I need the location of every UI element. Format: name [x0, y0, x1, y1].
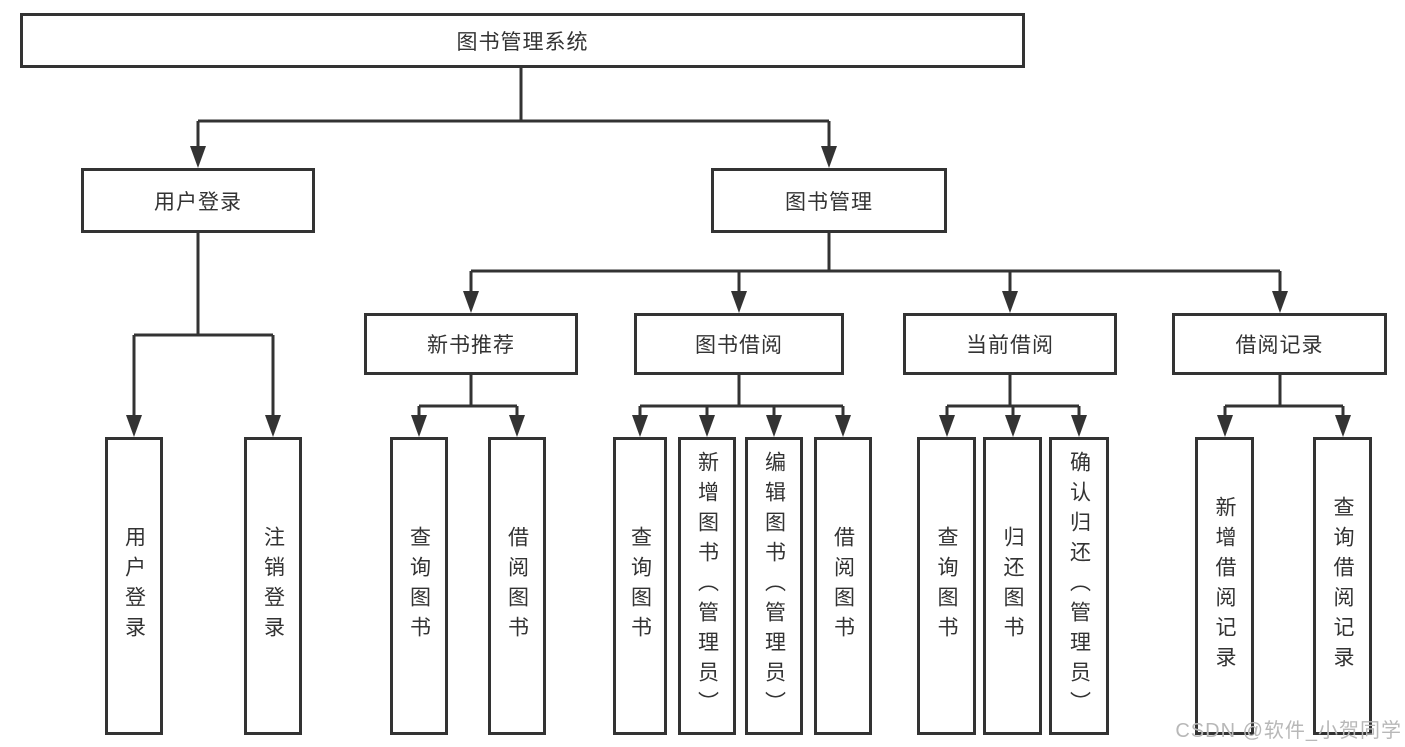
edges-borrow-to-leaves: [632, 375, 851, 437]
leaf-query-borrow-record: 查询借阅记录: [1313, 437, 1372, 735]
node-new-book-recommend-label: 新书推荐: [427, 334, 515, 357]
leaf-logout: 注销登录: [244, 437, 302, 735]
node-borrow-records: 借阅记录: [1172, 313, 1387, 375]
leaf-edit-books-admin-label: 编辑图书（管理员）: [762, 451, 786, 721]
edges-root-to-level2: [190, 68, 837, 168]
csdn-watermark: CSDN @软件_小贺同学: [1175, 720, 1402, 742]
node-book-management: 图书管理: [711, 168, 947, 233]
leaf-add-books-admin: 新增图书（管理员）: [678, 437, 736, 735]
node-book-borrow: 图书借阅: [634, 313, 844, 375]
node-book-borrow-label: 图书借阅: [695, 334, 783, 357]
edges-user-login-to-leaves: [126, 233, 281, 437]
leaf-user-login: 用户登录: [105, 437, 163, 735]
leaf-query-books-current: 查询图书: [917, 437, 976, 735]
leaf-return-books-label: 归还图书: [1001, 526, 1024, 646]
leaf-add-books-admin-label: 新增图书（管理员）: [695, 451, 719, 721]
edges-records-to-leaves: [1217, 375, 1351, 437]
node-user-login-label: 用户登录: [154, 190, 242, 214]
leaf-query-books-recommend: 查询图书: [390, 437, 448, 735]
node-current-borrow: 当前借阅: [903, 313, 1117, 375]
node-new-book-recommend: 新书推荐: [364, 313, 578, 375]
leaf-user-login-label: 用户登录: [122, 526, 146, 646]
node-current-borrow-label: 当前借阅: [966, 334, 1054, 357]
leaf-query-books-borrow-label: 查询图书: [628, 526, 652, 646]
leaf-add-borrow-record-label: 新增借阅记录: [1213, 496, 1236, 676]
leaf-confirm-return-admin-label: 确认归还（管理员）: [1067, 451, 1091, 721]
edges-book-management-to-level3: [463, 233, 1288, 313]
node-borrow-records-label: 借阅记录: [1235, 334, 1324, 357]
edges-current-to-leaves: [939, 375, 1087, 437]
node-root-label: 图书管理系统: [456, 30, 589, 54]
leaf-add-borrow-record: 新增借阅记录: [1195, 437, 1254, 735]
leaf-borrow-books-recommend: 借阅图书: [488, 437, 546, 735]
leaf-borrow-books-recommend-label: 借阅图书: [505, 526, 529, 646]
leaf-edit-books-admin: 编辑图书（管理员）: [745, 437, 803, 735]
edges-recommend-to-leaves: [411, 375, 525, 437]
leaf-query-books-recommend-label: 查询图书: [407, 526, 431, 646]
leaf-query-borrow-record-label: 查询借阅记录: [1331, 496, 1354, 676]
leaf-logout-label: 注销登录: [261, 526, 285, 646]
leaf-borrow-books-borrow: 借阅图书: [814, 437, 872, 735]
leaf-query-books-current-label: 查询图书: [935, 526, 958, 646]
node-root: 图书管理系统: [20, 13, 1025, 68]
node-book-management-label: 图书管理: [785, 190, 873, 214]
leaf-confirm-return-admin: 确认归还（管理员）: [1049, 437, 1109, 735]
leaf-borrow-books-borrow-label: 借阅图书: [831, 526, 855, 646]
leaf-query-books-borrow: 查询图书: [613, 437, 667, 735]
node-user-login: 用户登录: [81, 168, 315, 233]
leaf-return-books: 归还图书: [983, 437, 1042, 735]
